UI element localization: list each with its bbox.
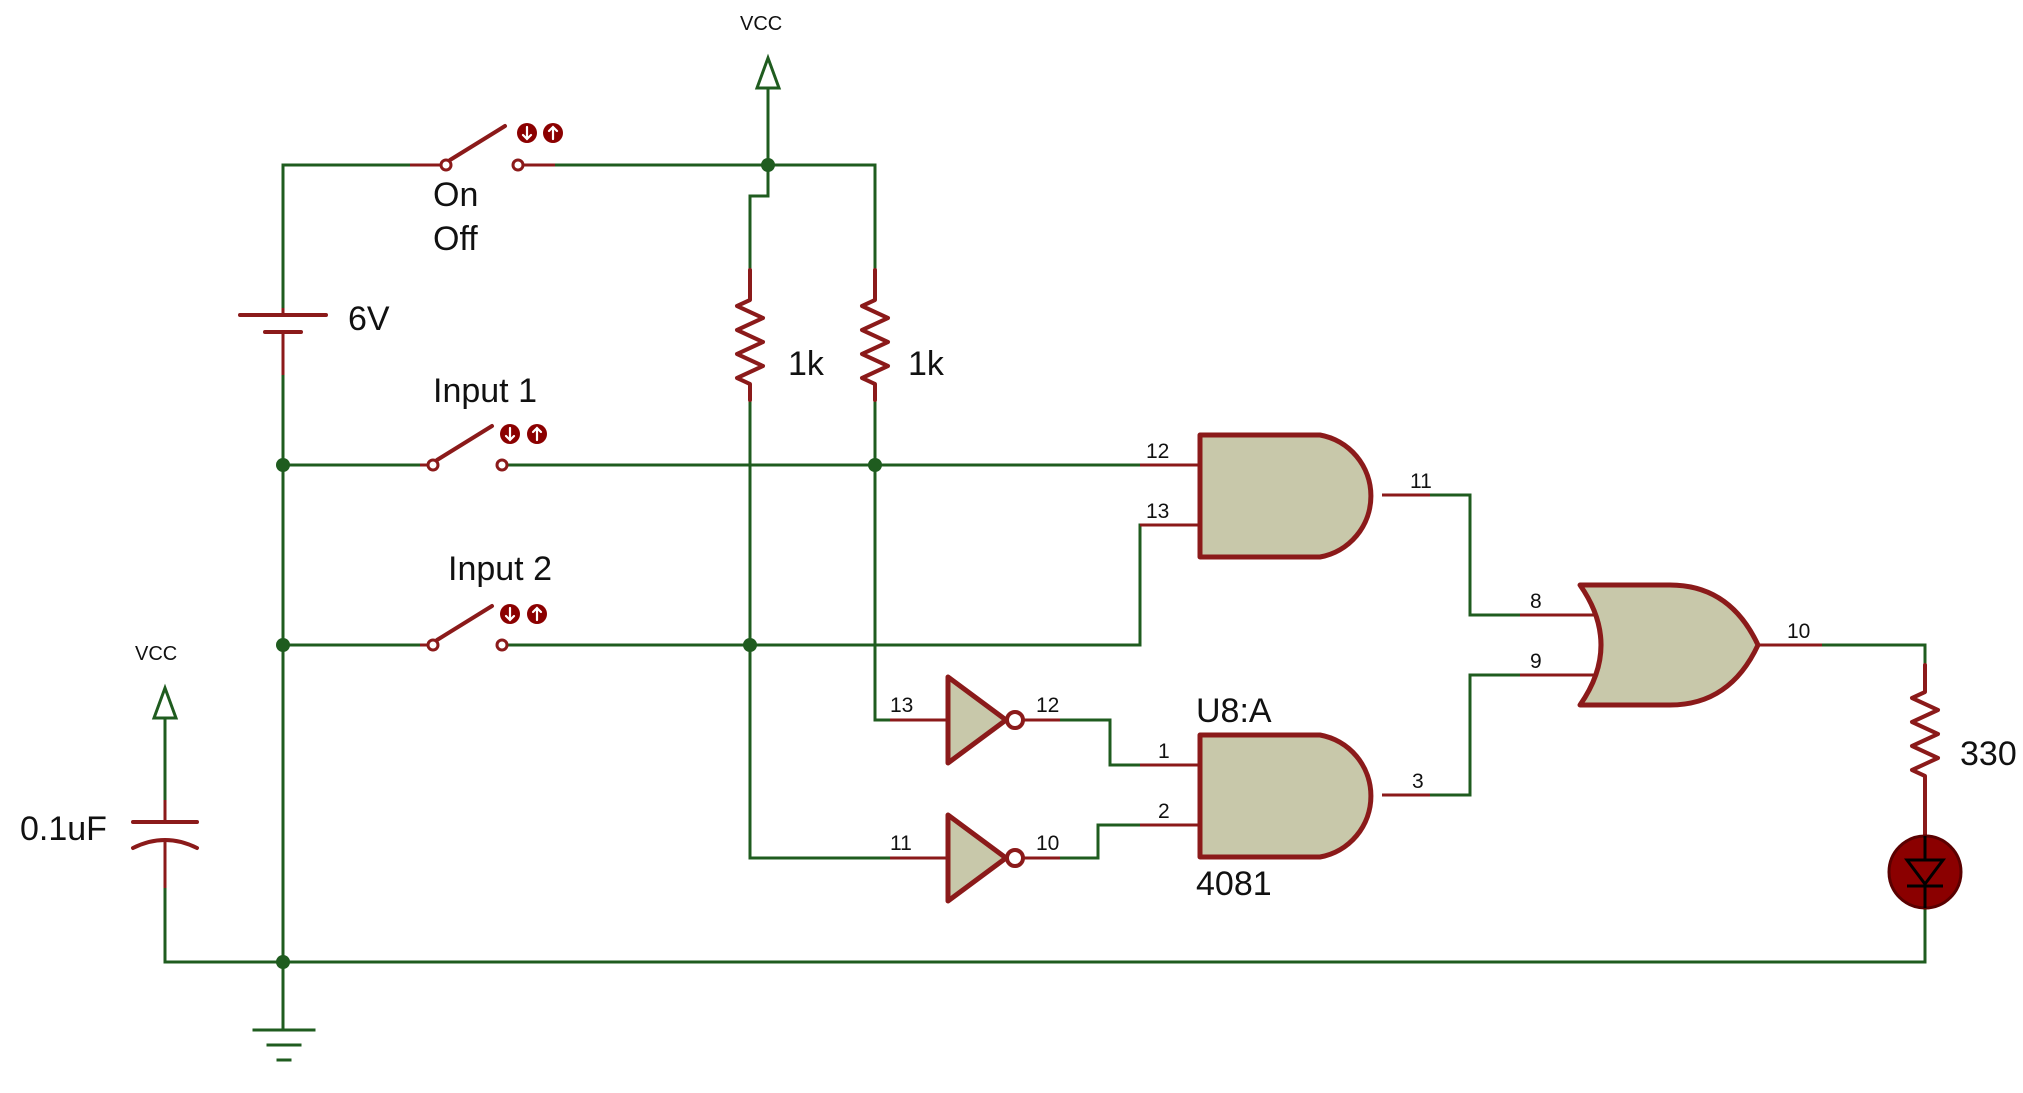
- junction-input2: [276, 638, 290, 652]
- wire-or-to-resistor: [1820, 643, 1927, 667]
- vcc-terminal-left: VCC: [135, 643, 179, 742]
- resistor-zigzag-icon: [735, 268, 765, 402]
- not-gate-2: 11 10: [890, 812, 1060, 904]
- wires: [163, 108, 1927, 1032]
- power-switch[interactable]: On Off: [410, 123, 563, 258]
- or-pin-a-label: 8: [1530, 590, 1542, 613]
- ground-icon: [252, 1028, 316, 1062]
- vcc-terminal-top: VCC: [740, 13, 782, 112]
- resistor-1k-a: 1k: [735, 268, 825, 402]
- not2-in-label: 11: [890, 832, 912, 855]
- resistor-a-label: 1k: [788, 345, 825, 383]
- switch-lever: [448, 124, 507, 162]
- vcc-label-top: VCC: [740, 13, 782, 35]
- junction-r1-input2: [743, 638, 757, 652]
- or-out-label: 10: [1787, 620, 1810, 643]
- resistor-330: 330: [1910, 663, 2017, 837]
- switch-up-button-icon[interactable]: [543, 123, 563, 143]
- or-gate: 8 9 10: [1520, 582, 1822, 708]
- not-gate-body: [945, 812, 1009, 904]
- resistor-1k-b: 1k: [860, 268, 945, 402]
- gate-ref-label: U8:A: [1196, 692, 1272, 730]
- gate-part-label: 4081: [1196, 865, 1272, 903]
- and-gate-body: [1197, 732, 1374, 860]
- and2-pin-a-label: 1: [1158, 740, 1170, 763]
- or-gate-body: [1577, 582, 1761, 708]
- resistor-b-label: 1k: [908, 345, 945, 383]
- vcc-arrow-icon: [754, 53, 782, 90]
- battery-label: 6V: [348, 300, 390, 338]
- input2-up-button-icon[interactable]: [527, 604, 547, 624]
- switch-down-button-icon[interactable]: [517, 123, 537, 143]
- wire-input2-right: [503, 523, 1162, 647]
- switch-contact: [439, 158, 453, 172]
- switch-contact: [495, 458, 509, 472]
- vcc-label-left: VCC: [135, 643, 177, 665]
- and1-out-label: 11: [1410, 470, 1432, 493]
- led-icon: [1887, 834, 1963, 910]
- and1-pin-b-label: 13: [1146, 500, 1169, 523]
- and-gate-1: 12 13 11: [1140, 432, 1432, 560]
- wire-r1-to-not2: [748, 398, 892, 860]
- junction-input1: [276, 458, 290, 472]
- input1-switch[interactable]: Input 1: [420, 372, 547, 472]
- capacitor: 0.1uF: [20, 800, 199, 888]
- wire-to-r1: [748, 163, 770, 272]
- not1-out-label: 12: [1036, 694, 1059, 717]
- input1-up-button-icon[interactable]: [527, 424, 547, 444]
- and1-pin-a-label: 12: [1146, 440, 1169, 463]
- wire-bottom-return: [163, 886, 1927, 964]
- switch-lever: [435, 424, 494, 462]
- resistor-zigzag-icon: [860, 268, 890, 402]
- input2-down-button-icon[interactable]: [500, 604, 520, 624]
- not1-in-label: 13: [890, 694, 913, 717]
- input2-label: Input 2: [448, 550, 552, 588]
- wire-r2-to-not1: [873, 398, 892, 722]
- input2-switch[interactable]: Input 2: [420, 550, 552, 652]
- switch-on-label: On: [433, 176, 478, 214]
- and2-pin-b-label: 2: [1158, 800, 1170, 823]
- not-gate-1: 13 12: [890, 674, 1060, 766]
- resistor-zigzag-icon: [1910, 663, 1940, 837]
- and-gate-2: 1 2 3 U8:A 4081: [1140, 692, 1430, 903]
- battery: 6V: [238, 300, 390, 375]
- wire-not1-to-and2: [1058, 718, 1152, 767]
- wire-and1-to-or: [1428, 493, 1522, 617]
- junctions: [276, 158, 882, 969]
- and-gate-body: [1197, 432, 1374, 560]
- switch-contact: [495, 638, 509, 652]
- junction-ground: [276, 955, 290, 969]
- switch-contact: [511, 158, 525, 172]
- not-gate-bubble: [1005, 710, 1025, 730]
- wire-not2-to-and2: [1058, 823, 1152, 860]
- not-gate-bubble: [1005, 848, 1025, 868]
- switch-contact: [426, 458, 440, 472]
- capacitor-label: 0.1uF: [20, 810, 107, 848]
- not-gate-body: [945, 674, 1009, 766]
- or-pin-b-label: 9: [1530, 650, 1542, 673]
- junction-r2-input1: [868, 458, 882, 472]
- vcc-arrow-icon: [151, 683, 179, 720]
- switch-contact: [426, 638, 440, 652]
- resistor-led-label: 330: [1960, 735, 2017, 773]
- not2-out-label: 10: [1036, 832, 1059, 855]
- and2-out-label: 3: [1412, 770, 1424, 793]
- input1-label: Input 1: [433, 372, 537, 410]
- junction-vcc: [761, 158, 775, 172]
- wire-and2-to-or: [1428, 673, 1522, 797]
- switch-lever: [435, 604, 494, 642]
- switch-off-label: Off: [433, 220, 478, 258]
- input1-down-button-icon[interactable]: [500, 424, 520, 444]
